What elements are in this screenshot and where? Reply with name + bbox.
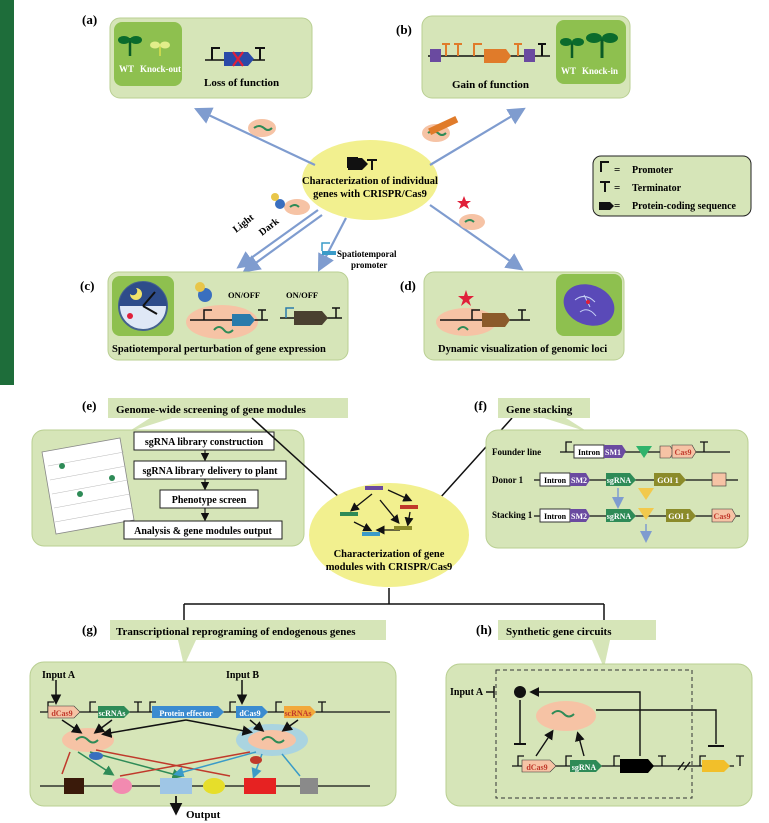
spatio-label-1: Spatiotemporal [337, 249, 397, 259]
panel-c-onoff-1: ON/OFF [228, 290, 260, 300]
panel-h-title: Synthetic gene circuits [506, 626, 612, 638]
link-e [251, 417, 341, 499]
legend-eq-1: = [614, 164, 620, 176]
panel-c-letter: (c) [80, 278, 94, 293]
h-sgrna: sgRNA [572, 763, 597, 772]
legend-eq-3: = [614, 200, 620, 212]
center-top-line1: Characterization of individual [302, 176, 438, 187]
light-label: Light [231, 212, 257, 235]
f-intron-3: Intron [544, 512, 567, 521]
sidebar-strip [0, 0, 14, 385]
center-arrows [194, 107, 526, 273]
panel-d-title: Dynamic visualization of genomic loci [438, 344, 607, 355]
center-gene-modules: Characterization of gene modules with CR… [309, 483, 469, 587]
panel-f-stacking: Stacking 1 [492, 510, 533, 520]
panel-f-title: Gene stacking [506, 404, 573, 416]
panel-h-input-a: Input A [450, 687, 484, 698]
panel-f-letter: (f) [474, 398, 487, 413]
panel-a: WT Knock-out Loss of function [109, 17, 313, 99]
panel-b-wt: WT [561, 66, 576, 76]
panel-g-input-a: Input A [42, 670, 76, 681]
tree-connector [183, 588, 605, 620]
legend-cds: Protein-coding sequence [632, 201, 737, 212]
g-gene-1: dCas9 [51, 709, 72, 718]
panel-b: WT Knock-in Gain of function [421, 15, 631, 99]
panel-g-letter: (g) [82, 622, 97, 637]
panel-a-title: Loss of function [204, 77, 279, 89]
g-gene-3: Protein effector [159, 709, 213, 718]
panel-d-letter: (d) [400, 278, 416, 293]
panel-b-title: Gain of function [452, 79, 529, 91]
panel-e-step-4: Analysis & gene modules output [134, 526, 272, 537]
f-cas9-1: Cas9 [675, 448, 692, 457]
panel-c: ON/OFF ON/OFF Spatiotemporal perturbatio… [107, 271, 349, 361]
f-intron-2: Intron [544, 476, 567, 485]
f-sm2-b: SM2 [571, 512, 587, 521]
g-gene-2: scRNAs [98, 709, 125, 718]
center-individual-genes: Characterization of individual genes wit… [302, 140, 438, 220]
center-bottom-line1: Characterization of gene [334, 549, 445, 560]
cell-icons [248, 115, 485, 255]
h-dcas9: dCas9 [526, 763, 547, 772]
panel-g-title: Transcriptional reprograming of endogeno… [116, 626, 356, 638]
legend: = Promoter = Terminator = Protein-coding… [592, 155, 752, 217]
panel-g-output: Output [186, 809, 221, 821]
dark-label: Dark [257, 216, 282, 239]
panel-a-letter: (a) [82, 12, 97, 27]
panel-a-wt: WT [119, 64, 134, 74]
center-bottom-line2: modules with CRISPR/Cas9 [326, 562, 453, 573]
panel-a-ko: Knock-out [140, 64, 181, 74]
panel-c-onoff-2: ON/OFF [286, 290, 318, 300]
f-sm1: SM1 [605, 448, 621, 457]
f-goi-1: GOI 1 [657, 476, 679, 485]
panel-c-title: Spatiotemporal perturbation of gene expr… [112, 344, 326, 355]
f-sm2: SM2 [571, 476, 587, 485]
panel-h-letter: (h) [476, 622, 492, 637]
f-goi-2: GOI 1 [668, 512, 690, 521]
panel-h: Synthetic gene circuits Input A dCas9 sg… [445, 620, 753, 807]
panel-b-ki: Knock-in [582, 66, 618, 76]
legend-terminator: Terminator [632, 183, 682, 194]
panel-d: Dynamic visualization of genomic loci [423, 271, 625, 361]
panel-e-letter: (e) [82, 398, 96, 413]
panel-g-input-b: Input B [226, 670, 259, 681]
g-gene-4: dCas9 [239, 709, 260, 718]
legend-eq-2: = [614, 182, 620, 194]
panel-e-step-3: Phenotype screen [172, 495, 247, 506]
panel-e-title: Genome-wide screening of gene modules [116, 404, 307, 416]
panel-f: Gene stacking Founder line Donor 1 Stack… [485, 398, 749, 549]
f-sgrna-1: sgRNA [607, 476, 632, 485]
center-top-line2: genes with CRISPR/Cas9 [313, 189, 427, 200]
panel-b-letter: (b) [396, 22, 412, 37]
spatio-label-2: promoter [351, 260, 387, 270]
legend-promoter: Promoter [632, 165, 673, 176]
panel-e: Genome-wide screening of gene modules sg… [31, 398, 348, 547]
panel-f-donor: Donor 1 [492, 475, 524, 485]
panel-e-step-2: sgRNA library delivery to plant [143, 466, 279, 477]
g-gene-5: scRNAs [284, 709, 311, 718]
panel-e-step-1: sgRNA library construction [145, 437, 264, 448]
panel-f-founder: Founder line [492, 447, 541, 457]
f-cas9-2: Cas9 [714, 512, 731, 521]
panel-g: Transcriptional reprograming of endogeno… [29, 620, 397, 821]
f-intron-1: Intron [578, 448, 601, 457]
f-sgrna-2: sgRNA [607, 512, 632, 521]
